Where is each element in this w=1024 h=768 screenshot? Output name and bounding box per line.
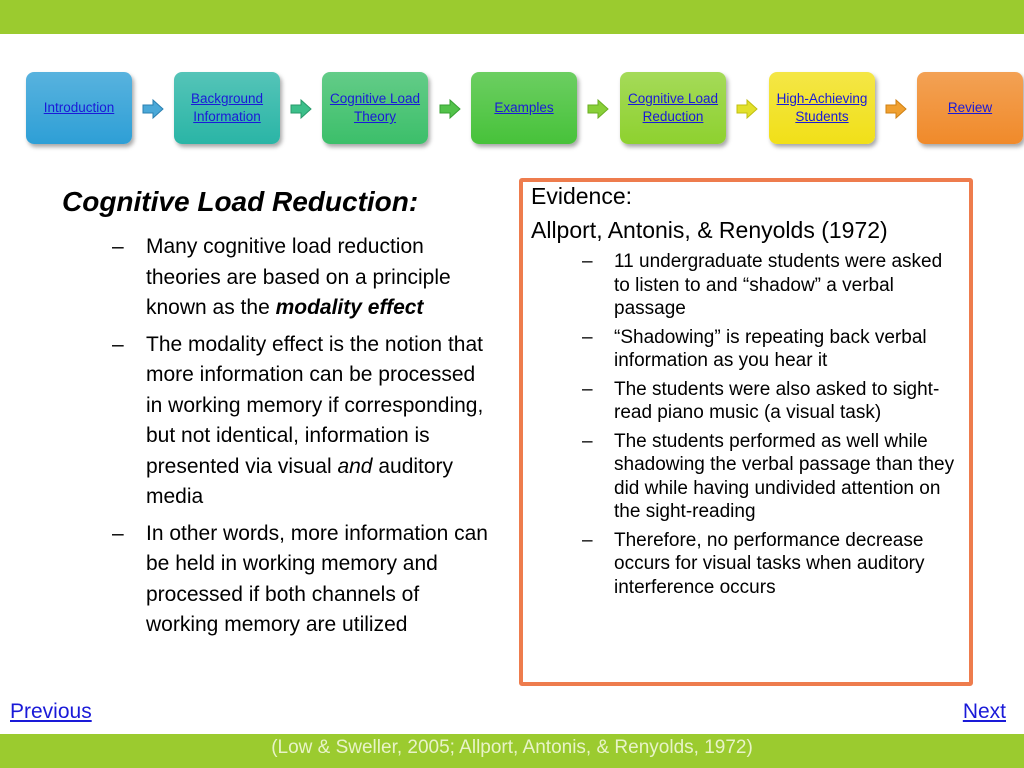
nav-step-background-information[interactable]: Background Information: [174, 72, 280, 144]
citation-text: (Low & Sweller, 2005; Allport, Antonis, …: [271, 737, 753, 758]
arrow-right-icon: [885, 98, 907, 120]
nav-step-cognitive-load-theory[interactable]: Cognitive Load Theory: [322, 72, 428, 144]
evidence-text: Therefore, no performance decrease occur…: [614, 529, 925, 598]
list-item: –11 undergraduate students were asked to…: [582, 250, 962, 321]
dash-bullet: –: [582, 251, 593, 272]
evidence-source: Allport, Antonis, & Renyolds (1972): [531, 217, 888, 243]
bullet-text: The modality effect is the notion that m…: [146, 332, 484, 478]
list-item: –The students were also asked to sight-r…: [582, 378, 962, 425]
arrow-right-icon: [736, 98, 758, 120]
list-item: –The students performed as well while sh…: [582, 430, 962, 524]
nav-step-high-achieving-students[interactable]: High-Achieving Students: [769, 72, 875, 144]
nav-step-examples[interactable]: Examples: [471, 72, 577, 144]
evidence-bullet-list: –11 undergraduate students were asked to…: [582, 250, 962, 604]
nav-link-introduction[interactable]: Introduction: [43, 100, 115, 115]
previous-link[interactable]: Previous: [10, 700, 92, 723]
top-accent-bar: [0, 0, 1024, 34]
list-item: –The modality effect is the notion that …: [112, 330, 492, 513]
section-title: Cognitive Load Reduction:: [62, 186, 419, 217]
nav-link-examples[interactable]: Examples: [494, 100, 554, 115]
nav-step-cognitive-load-reduction[interactable]: Cognitive Load Reduction: [620, 72, 726, 144]
evidence-text: 11 undergraduate students were asked to …: [614, 251, 943, 319]
dash-bullet: –: [112, 235, 124, 258]
next-link[interactable]: Next: [962, 700, 1006, 723]
nav-step-review[interactable]: Review: [917, 72, 1023, 144]
list-item: –Therefore, no performance decrease occu…: [582, 529, 962, 600]
evidence-text: The students were also asked to sight-re…: [614, 378, 940, 424]
arrow-right-icon: [587, 98, 609, 120]
bullet-text: Many cognitive load reduction theories a…: [146, 235, 451, 319]
bullet-text: In other words, more information can be …: [146, 521, 488, 637]
arrow-right-icon: [290, 98, 312, 120]
nav-step-introduction[interactable]: Introduction: [26, 72, 132, 144]
list-item: –Many cognitive load reduction theories …: [112, 232, 492, 324]
dash-bullet: –: [582, 326, 593, 348]
section-navigation: Introduction Background Information Cogn…: [0, 72, 1024, 148]
list-item: –“Shadowing” is repeating back verbal in…: [582, 326, 962, 373]
list-item: –In other words, more information can be…: [112, 519, 492, 641]
dash-bullet: –: [582, 529, 593, 551]
nav-link-cognitive-load-reduction[interactable]: Cognitive Load Reduction: [627, 91, 719, 124]
nav-link-high-achieving-students[interactable]: High-Achieving Students: [776, 91, 868, 124]
evidence-panel: [519, 178, 973, 686]
emphasis-text: and: [337, 454, 373, 478]
dash-bullet: –: [112, 521, 124, 545]
nav-link-cognitive-load-theory[interactable]: Cognitive Load Theory: [329, 91, 421, 124]
bullet-text-tail: auditory media: [146, 454, 454, 509]
bottom-accent-bar: [0, 734, 1024, 768]
nav-link-review[interactable]: Review: [947, 100, 993, 115]
evidence-text: “Shadowing” is repeating back verbal inf…: [614, 326, 927, 372]
evidence-text: The students performed as well while sha…: [614, 430, 955, 523]
arrow-right-icon: [439, 98, 461, 120]
emphasis-text: modality effect: [275, 296, 424, 319]
nav-link-background-information[interactable]: Background Information: [190, 91, 264, 124]
left-bullet-list: –Many cognitive load reduction theories …: [112, 232, 492, 647]
dash-bullet: –: [112, 332, 124, 356]
evidence-label: Evidence:: [531, 183, 633, 209]
dash-bullet: –: [582, 430, 593, 452]
arrow-right-icon: [142, 98, 164, 120]
dash-bullet: –: [582, 378, 593, 400]
